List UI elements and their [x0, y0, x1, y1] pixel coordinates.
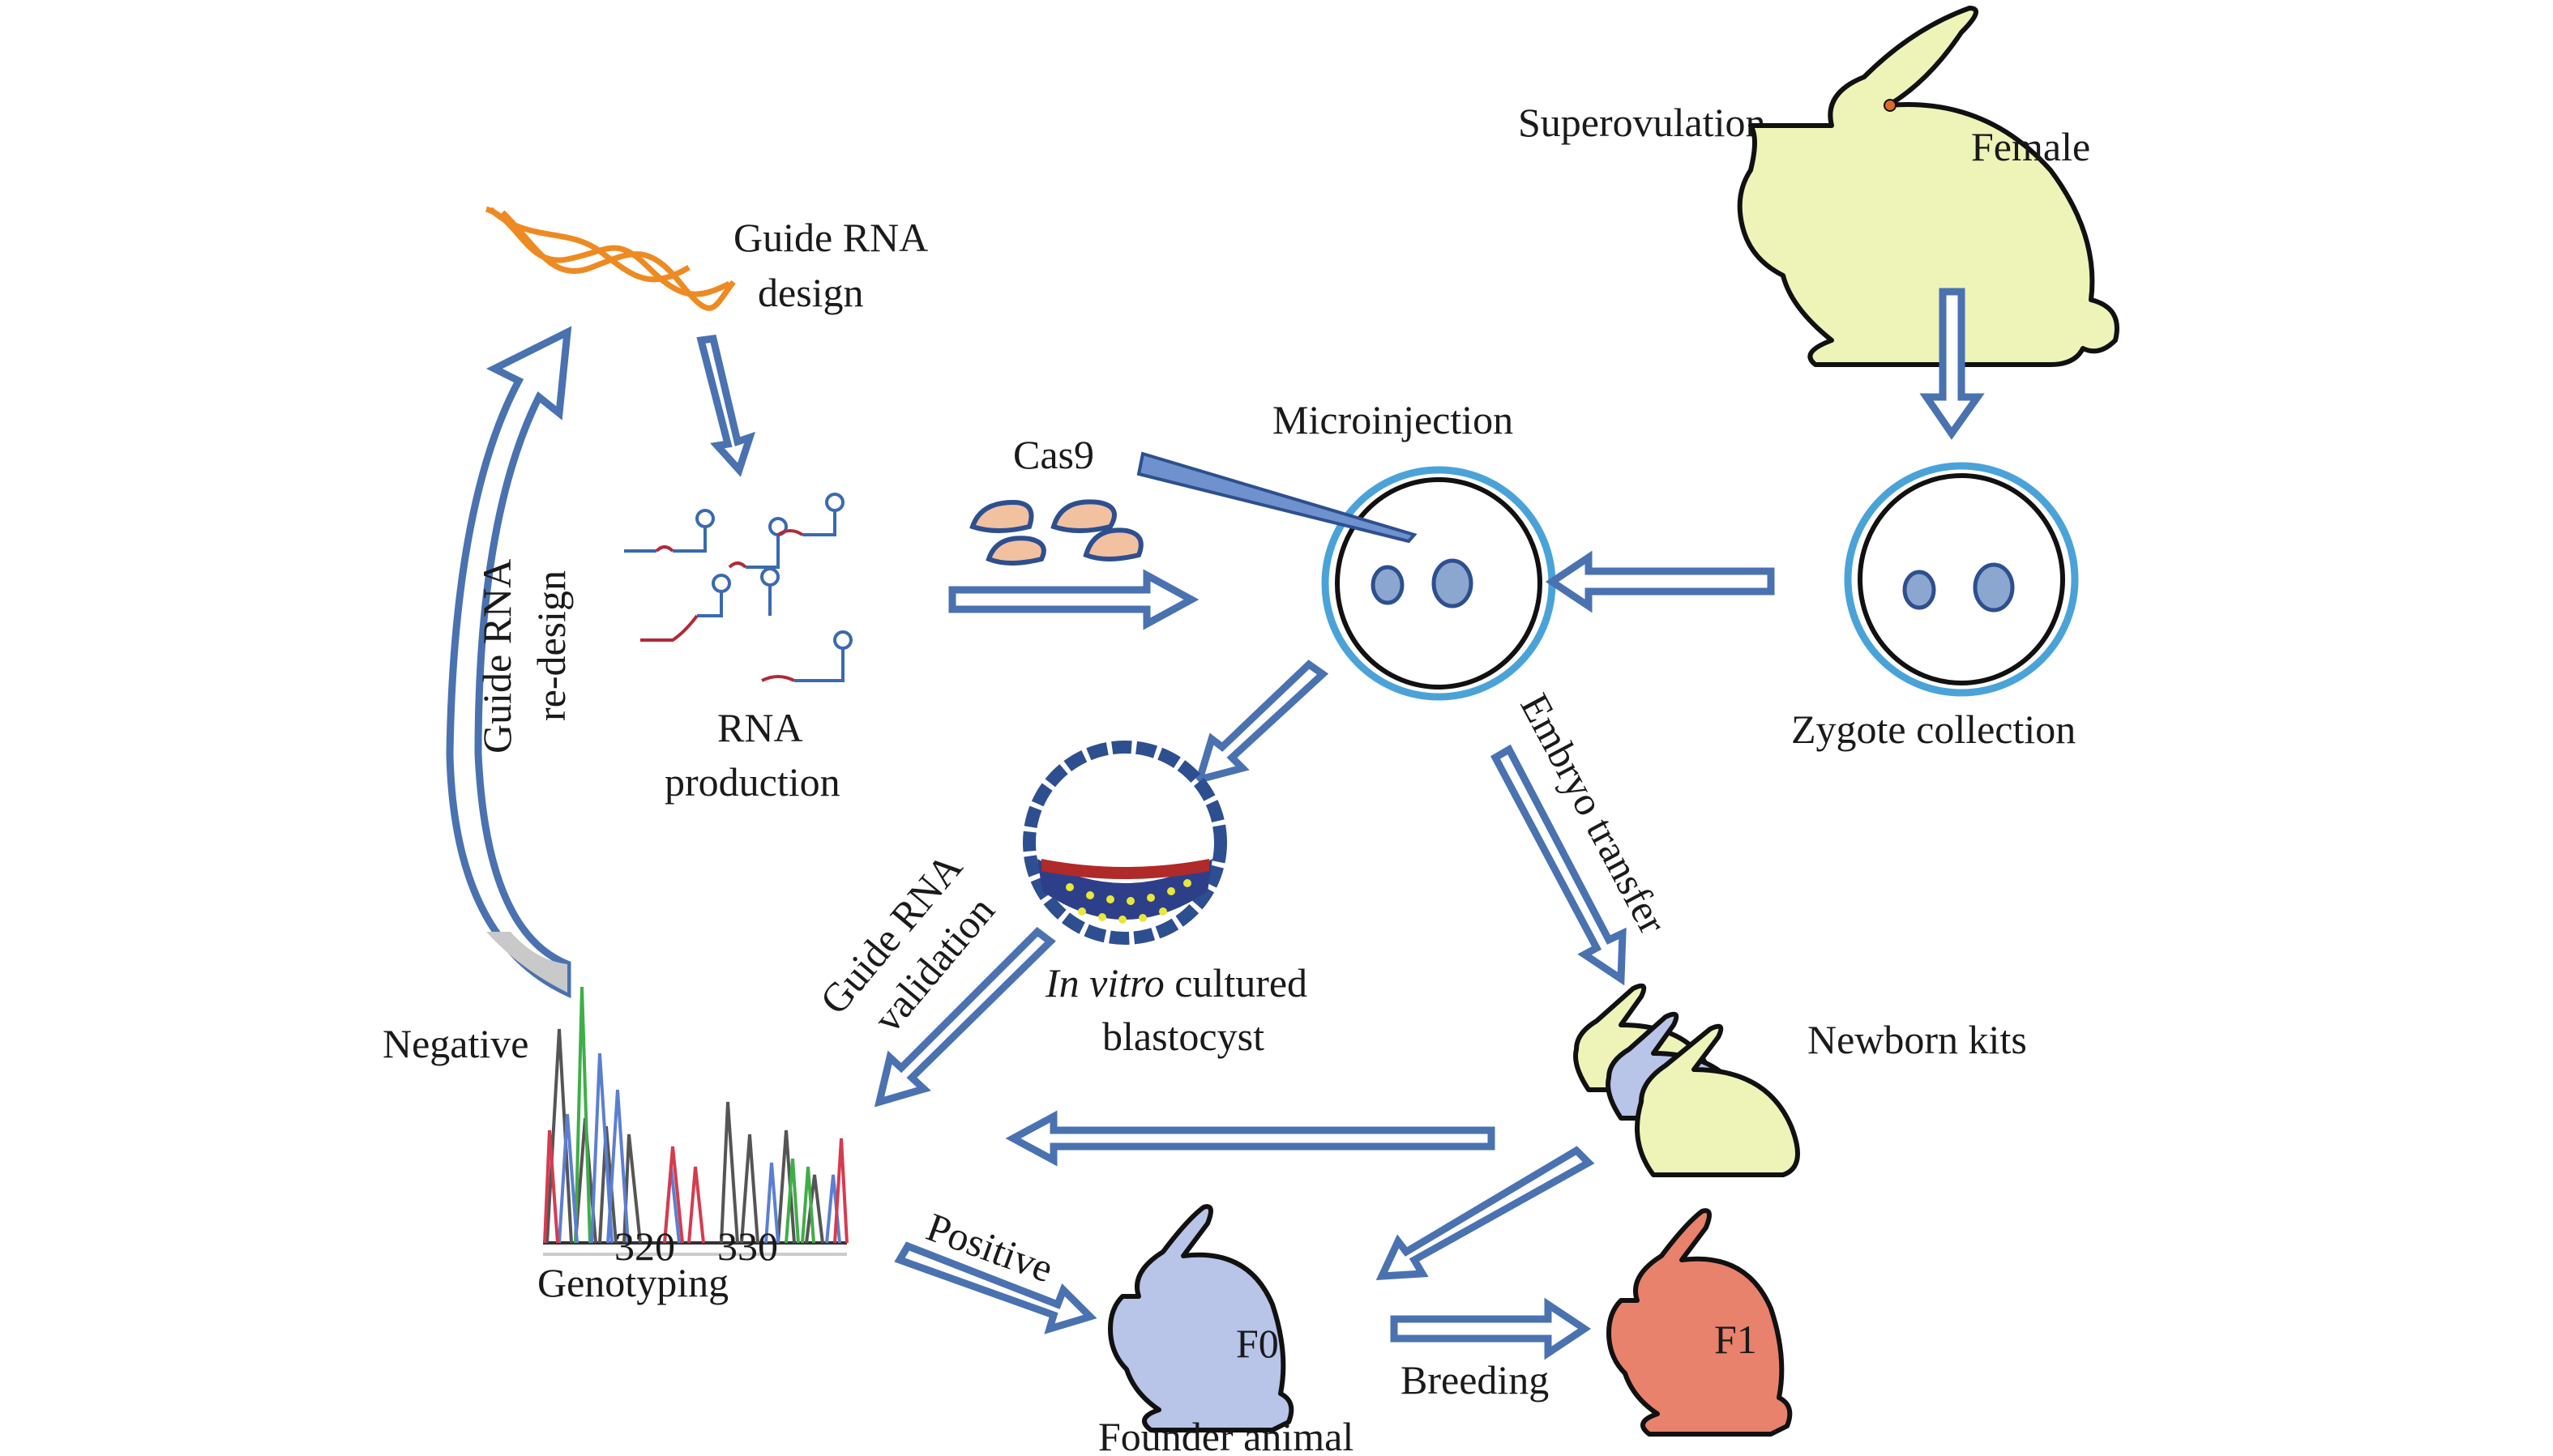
arrow-positive-to-founder — [894, 1241, 1097, 1334]
rabbit-eye — [1884, 99, 1897, 112]
arrow-shadow — [486, 932, 567, 993]
female-label: Female — [1971, 124, 2090, 169]
negative-label: Negative — [383, 1021, 528, 1066]
superovulation-label: Superovulation — [1518, 100, 1766, 145]
guide-rna-validation-label: Guide RNAvalidation — [811, 844, 1011, 1057]
genotyping-label: Genotyping — [537, 1260, 729, 1305]
f0-label: F0 — [1236, 1321, 1279, 1366]
arrow-embryo-transfer — [1490, 744, 1627, 986]
arrow-kits-to-founder — [1375, 1146, 1595, 1280]
collected-zygote-icon — [1844, 462, 2079, 697]
arrow-blastocyst-to-genotyping — [874, 927, 1056, 1108]
rna-production-icon — [624, 493, 853, 682]
founder-animal-label: Founder animal — [1098, 1414, 1353, 1456]
cas9-protein-icon — [969, 499, 1144, 566]
microinjection-label: Microinjection — [1272, 397, 1513, 442]
chromatogram-tick-320: 320 — [614, 1223, 675, 1269]
female-rabbit-icon — [1737, 6, 2119, 367]
cas9-label: Cas9 — [1013, 432, 1094, 477]
arrow-cas9-to-zygote — [948, 569, 1200, 630]
breeding-label: Breeding — [1401, 1357, 1549, 1403]
injection-needle-icon — [1136, 451, 1418, 544]
arrow-kits-to-genotyping — [1005, 1110, 1495, 1167]
founder-f0-rabbit-icon — [1108, 1204, 1294, 1433]
arrow-zygote-to-injection — [1545, 550, 1775, 613]
f1-label: F1 — [1714, 1317, 1757, 1362]
newborn-kits-icon — [1573, 983, 1800, 1177]
f1-rabbit-icon — [1606, 1208, 1793, 1437]
dna-helix-icon — [485, 206, 736, 311]
arrow-injection-to-blastocyst — [1194, 660, 1329, 785]
newborn-kits-label: Newborn kits — [1807, 1017, 2027, 1062]
blastocyst-icon — [1023, 741, 1227, 945]
arrow-breeding — [1390, 1297, 1592, 1360]
arrow-design-to-rna — [696, 335, 756, 477]
zygote-collection-label: Zygote collection — [1791, 707, 2076, 752]
chromatogram-icon — [543, 986, 849, 1256]
injected-zygote-icon — [1321, 466, 1556, 701]
arrow-female-to-zygote — [1919, 288, 1985, 440]
redesign-curved-arrow — [446, 326, 572, 999]
chromatogram-tick-330: 330 — [717, 1223, 778, 1269]
